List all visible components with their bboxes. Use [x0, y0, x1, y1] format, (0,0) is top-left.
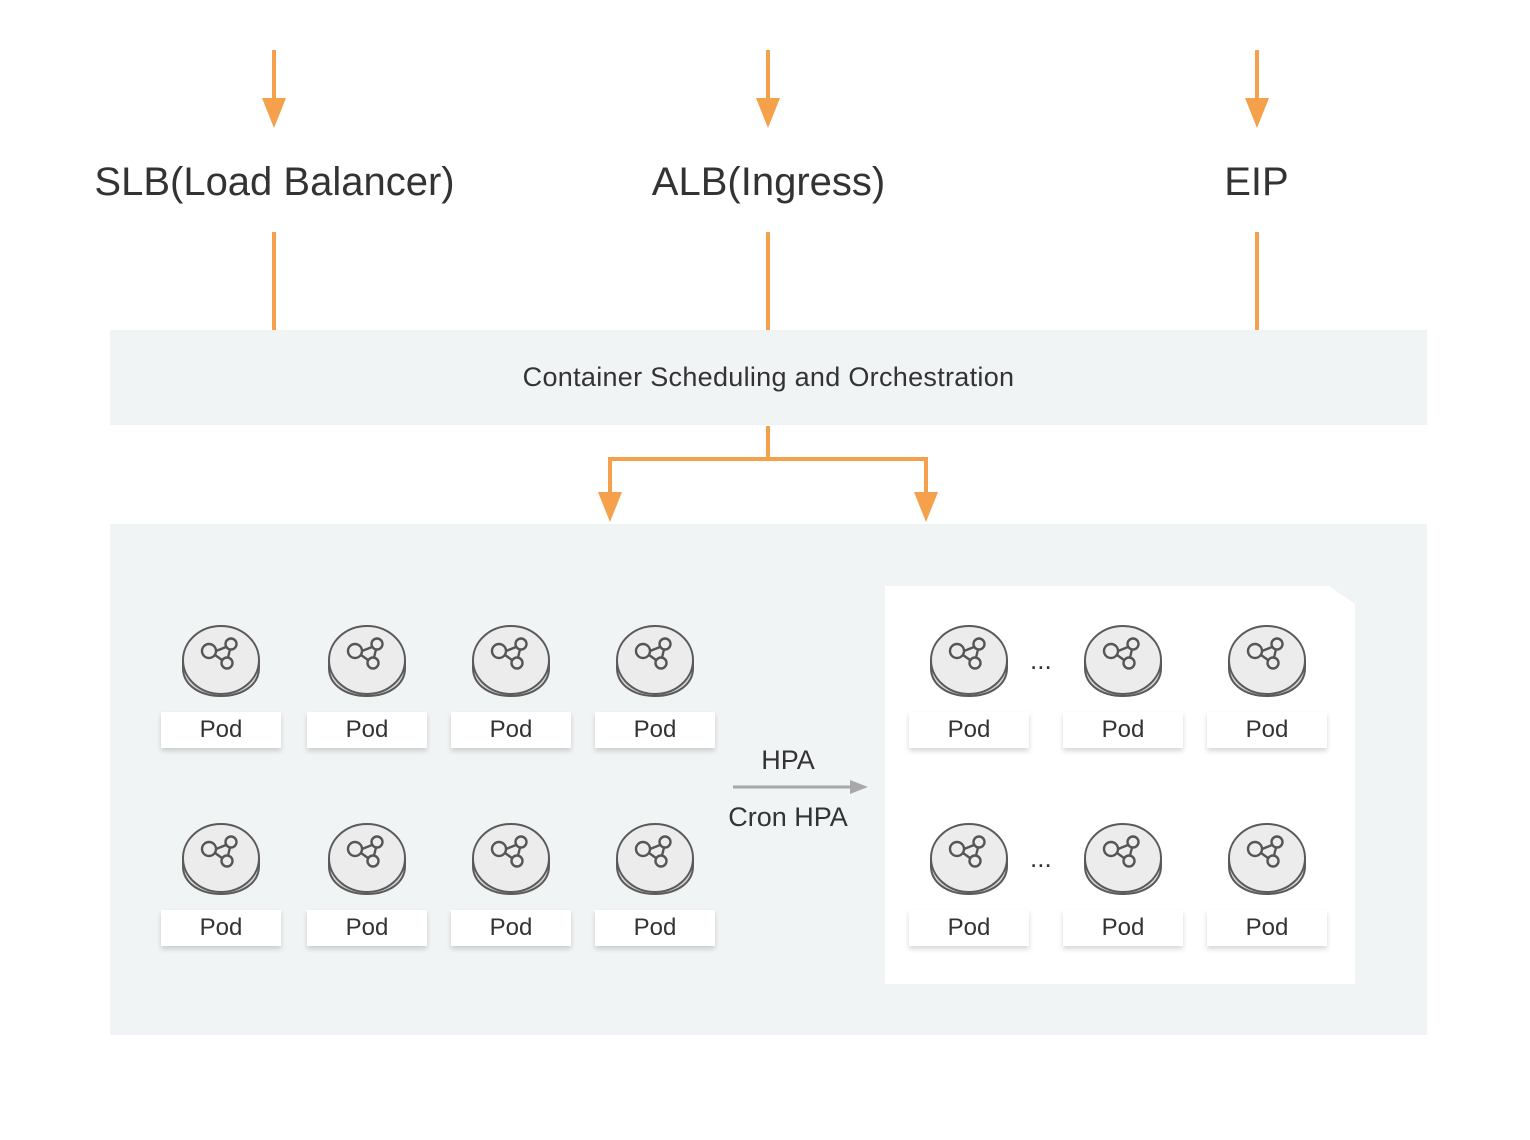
alb-box: ALB(Ingress) — [556, 132, 981, 232]
pod-label: Pod — [595, 712, 715, 748]
pod-label: Pod — [1063, 712, 1183, 748]
pod-ellipsis: ... — [1030, 843, 1052, 873]
alb-label: ALB(Ingress) — [651, 159, 886, 204]
eip-inbound-arrowhead — [1245, 98, 1269, 128]
pod-label: Pod — [1063, 910, 1183, 946]
pod-network-icon — [181, 624, 261, 700]
slb-label: SLB(Load Balancer) — [94, 159, 455, 204]
pod-network-icon — [1227, 822, 1307, 898]
branch-left-arrowhead — [598, 492, 622, 522]
pod-network-icon — [615, 624, 695, 700]
pod-label: Pod — [307, 712, 427, 748]
pod-network-icon — [181, 822, 261, 898]
cron-hpa-label: Cron HPA — [728, 802, 848, 832]
pod-network-icon — [327, 624, 407, 700]
pod-label: Pod — [451, 910, 571, 946]
pod-network-icon — [615, 822, 695, 898]
pod-label: Pod — [161, 712, 281, 748]
pod-network-icon — [1227, 624, 1307, 700]
slb-box: SLB(Load Balancer) — [62, 132, 487, 232]
eip-box: EIP — [1044, 132, 1469, 232]
pod-label: Pod — [161, 910, 281, 946]
hpa-arrow — [733, 780, 868, 794]
pod-network-icon — [929, 822, 1009, 898]
pod-label: Pod — [909, 910, 1029, 946]
pod-network-icon — [471, 822, 551, 898]
scheduler-label: Container Scheduling and Orchestration — [522, 362, 1015, 392]
slb-inbound-arrowhead — [262, 98, 286, 128]
pod-ellipsis: ... — [1030, 645, 1052, 675]
pod-network-icon — [471, 624, 551, 700]
pod-label: Pod — [451, 712, 571, 748]
pod-label: Pod — [909, 712, 1029, 748]
pod-network-icon — [327, 822, 407, 898]
pod-label: Pod — [1207, 712, 1327, 748]
pod-network-icon — [929, 624, 1009, 700]
pod-label: Pod — [307, 910, 427, 946]
pod-label: Pod — [1207, 910, 1327, 946]
eip-label: EIP — [1224, 159, 1289, 204]
hpa-label: HPA — [761, 745, 815, 775]
branch-right-arrowhead — [914, 492, 938, 522]
pod-network-icon — [1083, 624, 1163, 700]
scheduler-bar: Container Scheduling and Orchestration — [110, 330, 1427, 425]
alb-inbound-arrowhead — [756, 98, 780, 128]
pod-network-icon — [1083, 822, 1163, 898]
pod-label: Pod — [595, 910, 715, 946]
flow-arrows — [262, 50, 1269, 522]
